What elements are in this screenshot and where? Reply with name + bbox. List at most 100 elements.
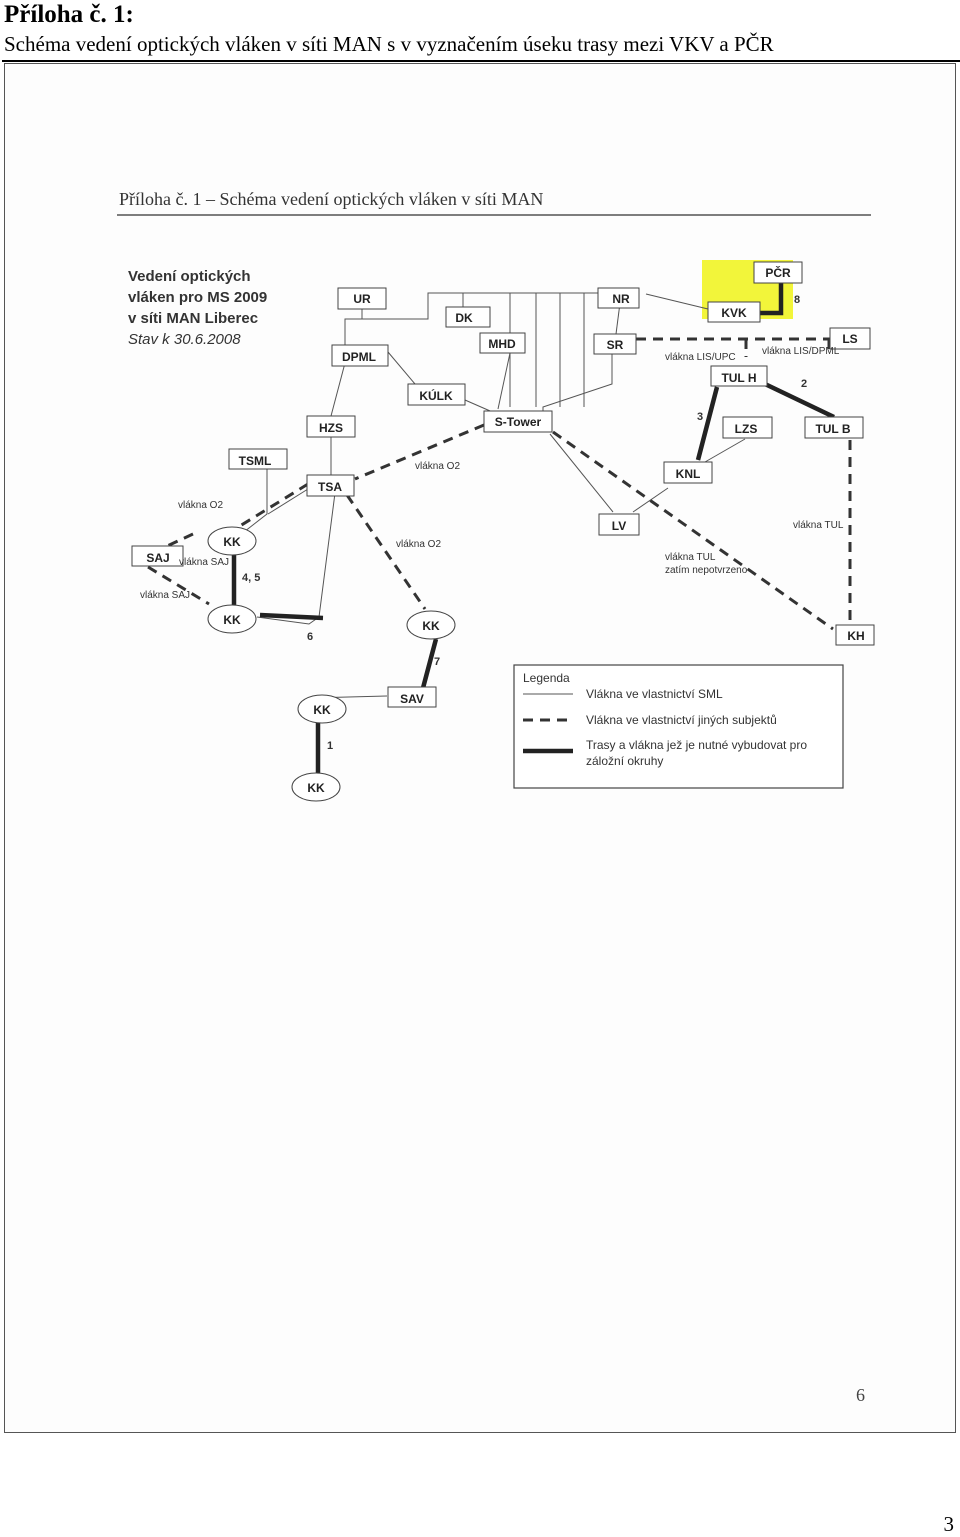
- label-lis-upc: vlákna LIS/UPC: [665, 352, 736, 363]
- link-stower-lv: [549, 433, 614, 513]
- node-lzs: LZS: [735, 422, 758, 436]
- link-pcr-kvk: [759, 283, 784, 316]
- node-box: [835, 624, 875, 646]
- link-lv-knl: [632, 487, 669, 513]
- node-kk: KK: [313, 703, 331, 717]
- node-lv: LV: [612, 519, 626, 533]
- node-box: [445, 306, 491, 328]
- node-kk: KK: [223, 613, 241, 627]
- label-o2: vlákna O2: [178, 500, 223, 511]
- node-ls: LS: [842, 332, 857, 346]
- node-box: [663, 461, 713, 484]
- node-box: [407, 383, 466, 406]
- kk-ellipse: [297, 694, 347, 724]
- segment-numbers: 8 2 3 4, 5 6 7 1: [242, 294, 807, 752]
- link-ur-dpml: [344, 309, 363, 347]
- node-kk: KK: [223, 535, 241, 549]
- node-box: [483, 410, 553, 433]
- node-sr: SR: [607, 338, 624, 352]
- node-kvk: KVK: [721, 306, 747, 320]
- segment-number: 1: [327, 740, 333, 752]
- info-line: vláken pro MS 2009: [128, 289, 267, 306]
- node-box: [479, 332, 526, 354]
- node-kk: KK: [422, 619, 440, 633]
- node-kk: KK: [307, 781, 325, 795]
- segment-number: 2: [801, 378, 807, 390]
- node-box: [598, 513, 640, 536]
- link-kk-sav: [420, 638, 439, 689]
- label-o2: vlákna O2: [396, 539, 441, 550]
- legend-title: Legenda: [523, 671, 570, 685]
- kk-ellipse: [291, 772, 341, 802]
- label-tul-unconfirmed: vlákna TUL: [665, 552, 716, 563]
- node-box: [597, 287, 640, 309]
- page-number: 3: [943, 1512, 955, 1536]
- node-stower: S-Tower: [495, 415, 542, 429]
- node-saj: SAJ: [146, 551, 169, 565]
- node-kulk: KÚLK: [419, 388, 453, 403]
- scan-title: Příloha č. 1 – Schéma vedení optických v…: [119, 189, 543, 209]
- scanned-page: Příloha č. 1 – Schéma vedení optických v…: [4, 63, 956, 1433]
- link-tsa-kk2: [345, 494, 427, 610]
- node-hzs: HZS: [319, 421, 343, 435]
- kk-ellipse: [207, 526, 257, 556]
- label-saj: vlákna SAJ: [179, 557, 229, 568]
- label-tul-unconfirmed: zatím nepotvrzeno: [665, 565, 748, 576]
- link-stower-kh: [552, 430, 834, 631]
- node-box: [804, 416, 864, 439]
- kk-nodes: KK KK KK KK KK: [207, 526, 456, 802]
- node-box: [707, 301, 761, 323]
- node-tsml: TSML: [239, 454, 272, 468]
- nodes: UR DK NR PČR KVK DPML MHD SR LS KÚLK TUL…: [131, 261, 875, 708]
- segment-number: 6: [307, 631, 313, 643]
- link-dpml-hzs: [330, 362, 346, 417]
- link-kk-seg6: [259, 612, 324, 621]
- node-sav: SAV: [400, 692, 424, 706]
- node-nr: NR: [612, 292, 630, 306]
- node-box: [337, 287, 387, 310]
- node-ur: UR: [353, 292, 371, 306]
- link-stower-tsa: [354, 423, 485, 481]
- link-dpml-kulk: [387, 351, 416, 385]
- info-line: v síti MAN Liberec: [128, 310, 258, 327]
- legend-box: [513, 664, 844, 789]
- node-box: [331, 344, 389, 367]
- legend-item: Trasy a vlákna jež je nutné vybudovat pr…: [586, 738, 807, 752]
- node-box: [722, 416, 773, 439]
- legend-item: Vlákna ve vlastnictví jiných subjektů: [586, 713, 777, 727]
- node-tulh: TUL H: [721, 371, 756, 385]
- link-tulh-knl: [695, 386, 720, 461]
- network-diagram: Příloha č. 1 – Schéma vedení optických v…: [117, 189, 875, 1405]
- link-mhd-stower: [497, 352, 511, 410]
- node-tulb: TUL B: [815, 422, 850, 436]
- link-nr-kvk: [645, 293, 709, 310]
- scan-page-number: 6: [856, 1385, 865, 1405]
- segment-number: 8: [794, 294, 800, 306]
- node-box: [829, 327, 871, 350]
- node-dk: DK: [455, 311, 473, 325]
- link-saj-kk: [147, 565, 210, 606]
- node-knl: KNL: [676, 467, 701, 481]
- info-line: Stav k 30.6.2008: [128, 331, 241, 348]
- label-saj: vlákna SAJ: [140, 590, 190, 601]
- info-block: Vedení optických vláken pro MS 2009 v sí…: [128, 268, 267, 348]
- node-tsa: TSA: [318, 480, 342, 494]
- kk-ellipse: [406, 610, 456, 640]
- node-box: [753, 261, 803, 284]
- legend: Legenda Vlákna ve vlastnictví SML Vlákna…: [513, 664, 844, 789]
- node-box: [306, 474, 355, 497]
- segment-number: 3: [697, 411, 703, 423]
- kk-ellipse: [207, 604, 257, 634]
- label-tul: vlákna TUL: [793, 520, 844, 531]
- document-subheading: Schéma vedení optických vláken v síti MA…: [4, 32, 774, 56]
- node-pcr: PČR: [765, 265, 791, 280]
- segment-number: 7: [434, 656, 440, 668]
- document-heading: Příloha č. 1:: [4, 1, 134, 28]
- node-dpml: DPML: [342, 350, 376, 364]
- label-lis-dpml: vlákna LIS/DPML: [762, 346, 840, 357]
- legend-item: záložní okruhy: [586, 754, 663, 768]
- node-kh: KH: [847, 629, 864, 643]
- link-tsa-kk: [256, 492, 336, 625]
- node-box: [131, 545, 184, 567]
- backup-fibres: [231, 283, 835, 774]
